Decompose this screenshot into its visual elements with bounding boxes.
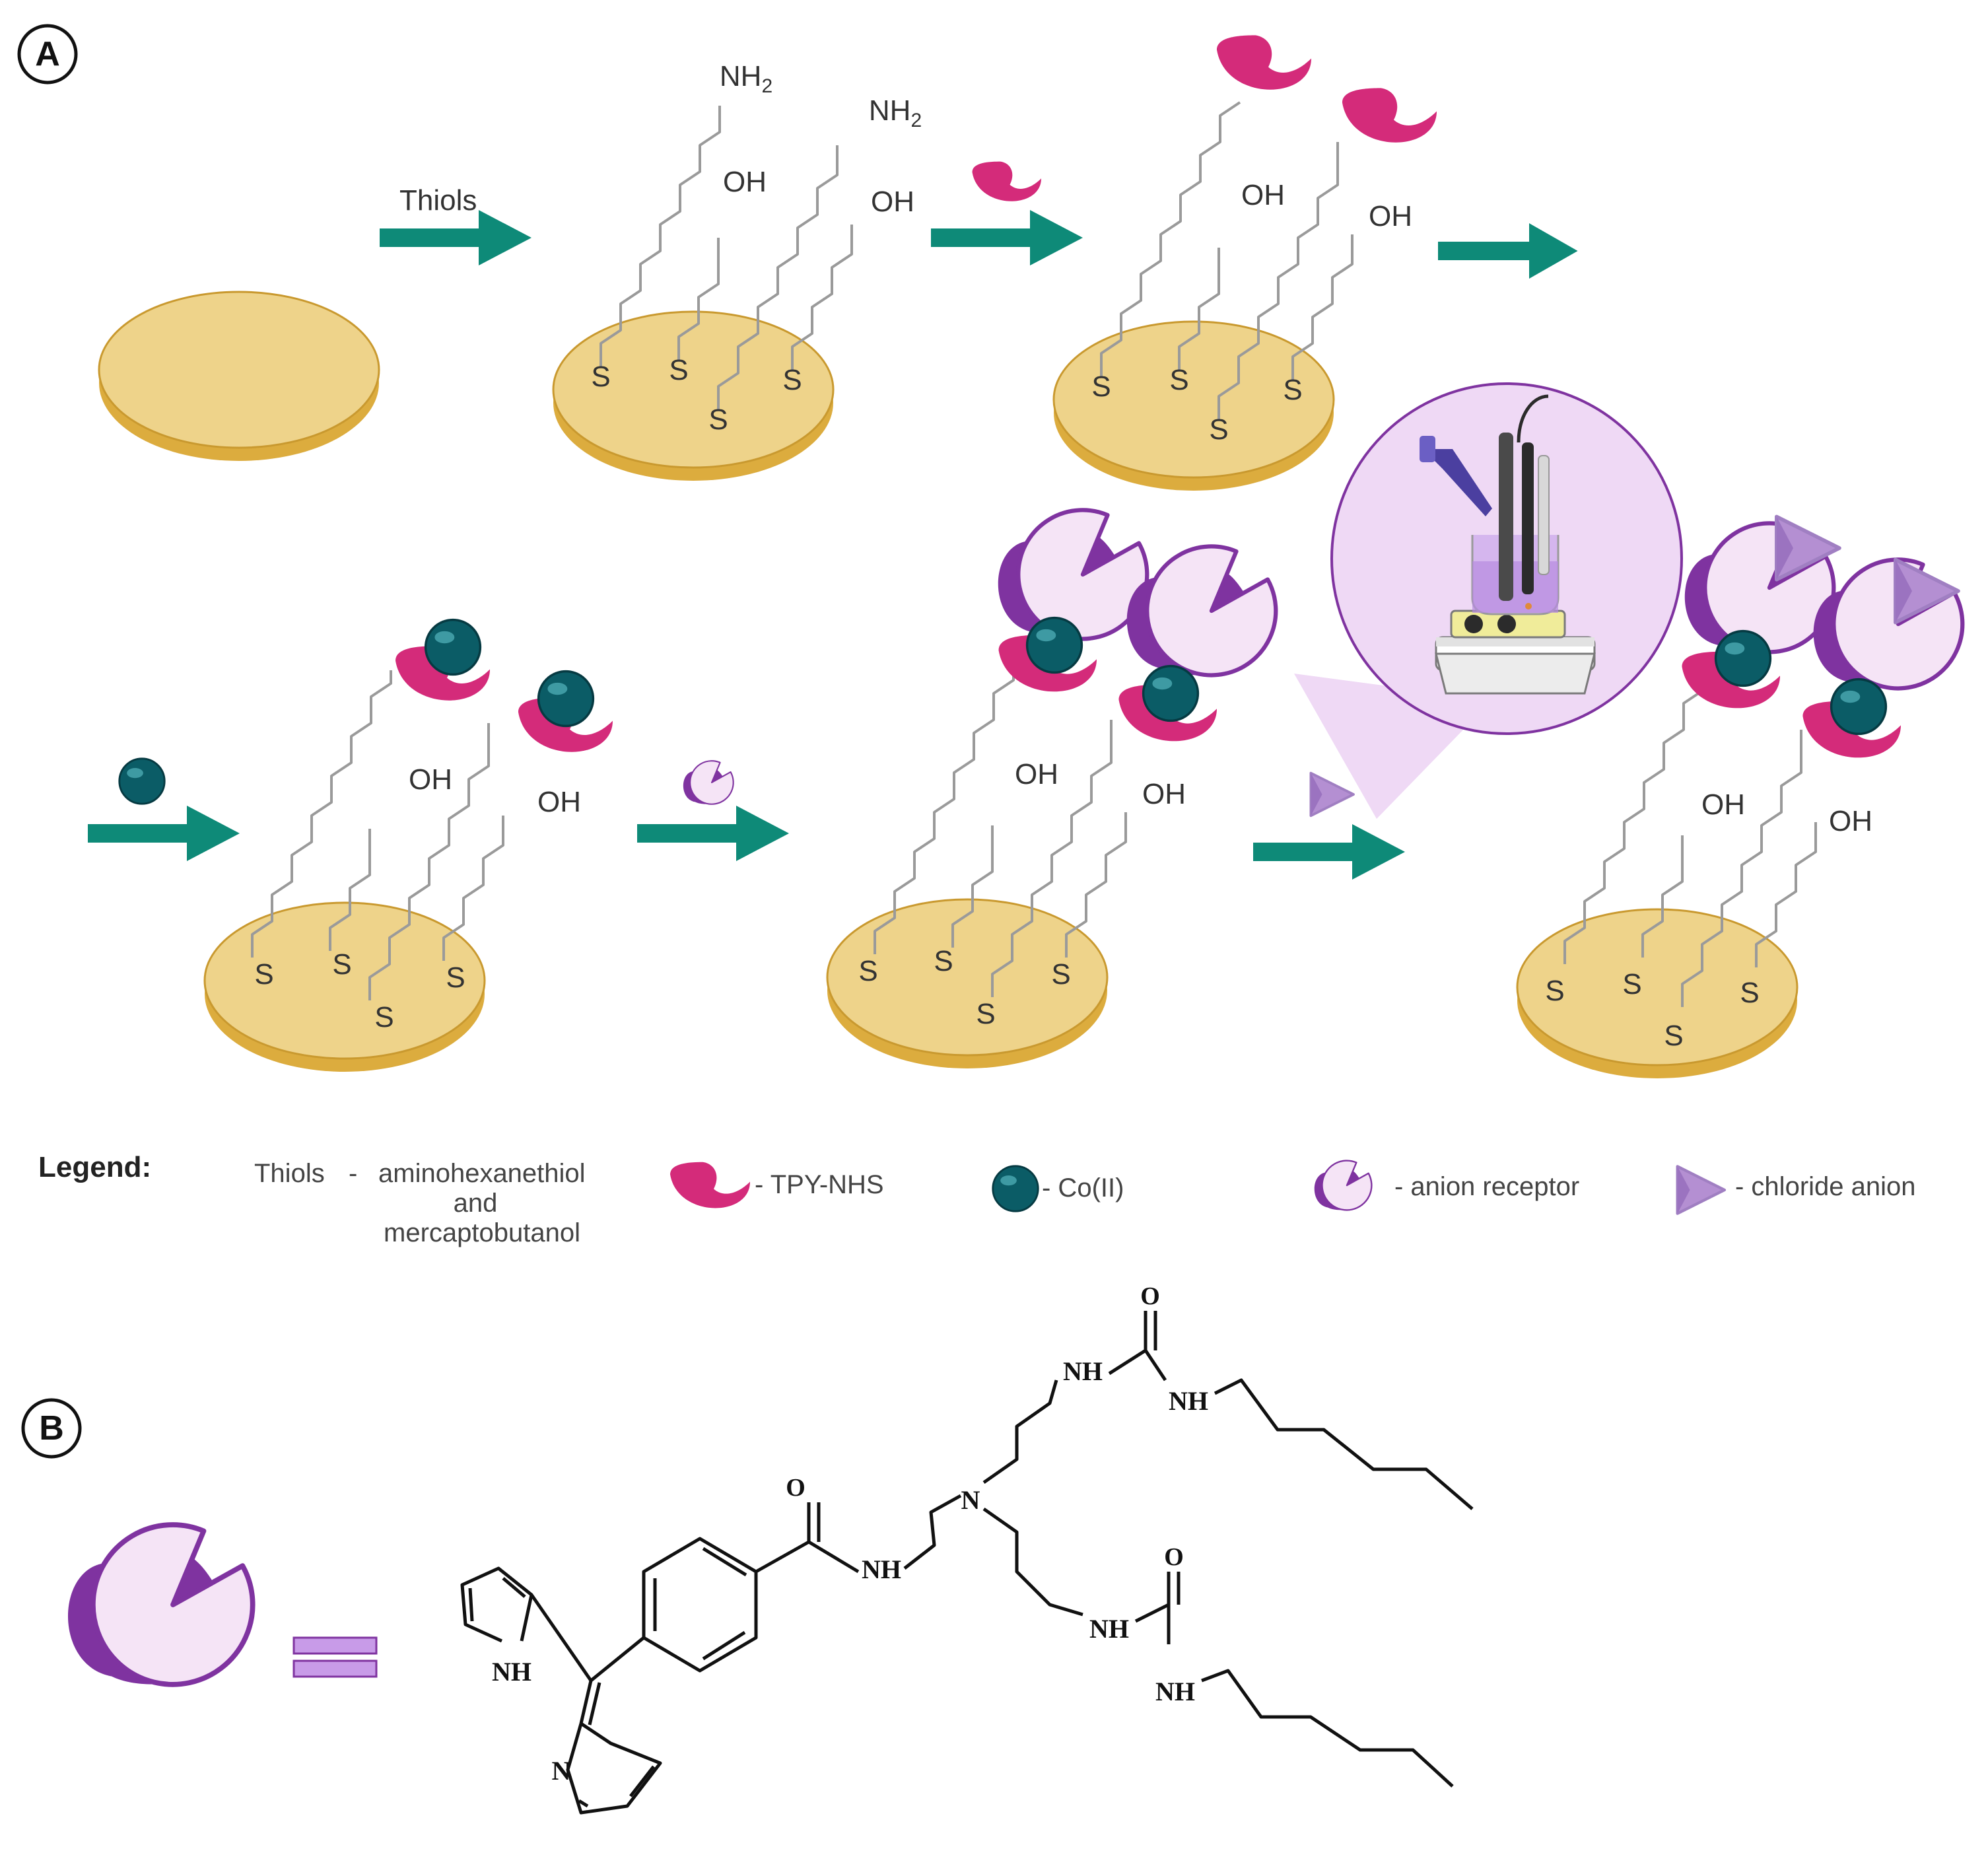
s-label: S: [1283, 374, 1302, 406]
bare-gold-electrode: [98, 291, 380, 462]
oh-label: OH: [1829, 805, 1872, 837]
legend-dash: -: [349, 1159, 357, 1188]
chloride-anion-icon: [1678, 1166, 1725, 1213]
electrochemical-cell-callout: [1294, 382, 1683, 819]
oh-label: OH: [537, 786, 581, 818]
legend-thiols-term: Thiols: [254, 1159, 325, 1188]
legend-title: Legend:: [38, 1151, 151, 1183]
s-label: S: [669, 354, 688, 386]
arrow-tpy-nhs: [931, 161, 1083, 265]
oh-label: OH: [871, 186, 914, 218]
o-label: O: [786, 1474, 805, 1502]
chemical-structure: NH N O NH N NH O NH NH O NH: [460, 1282, 1474, 1815]
s-label: S: [1169, 364, 1188, 396]
cobalt-ion-icon: [1714, 629, 1772, 687]
cobalt-ion-icon: [1142, 664, 1200, 722]
cobalt-ion-icon: [992, 1165, 1039, 1212]
cobalt-modified-electrode: S S S S OH OH: [203, 618, 613, 1073]
s-label: S: [708, 403, 728, 436]
anion-receptor-icon: [1127, 546, 1276, 675]
cobalt-ion-icon: [1830, 678, 1888, 736]
anion-receptor-icon: [998, 510, 1148, 639]
legend-receptor: - anion receptor: [1394, 1172, 1579, 1201]
s-label: S: [1664, 1020, 1683, 1052]
anion-receptor-icon: [68, 1525, 253, 1685]
s-label: S: [1051, 958, 1070, 991]
anion-receptor-icon: [1814, 559, 1963, 688]
s-label: S: [858, 955, 877, 987]
equivalence-icon: [292, 1636, 378, 1678]
thiols-label: Thiols: [399, 184, 477, 217]
cobalt-ion-icon: [537, 670, 595, 728]
cobalt-ion-icon: [1025, 616, 1083, 674]
panel-b-label: B: [39, 1409, 64, 1448]
panel-a-badge: A: [17, 24, 78, 85]
oh-label: OH: [1701, 788, 1745, 821]
s-label: S: [782, 364, 802, 396]
o-label: O: [1164, 1543, 1184, 1571]
arrow-cobalt: [88, 757, 240, 861]
oh-label: OH: [409, 763, 452, 796]
s-label: S: [1209, 413, 1228, 446]
thiol-modified-electrode: S S S S OH OH NH2 NH2: [552, 60, 922, 482]
oh-label: OH: [723, 166, 767, 198]
s-label: S: [374, 1001, 394, 1033]
anion-receptor-icon: [1313, 1160, 1373, 1211]
s-label: S: [446, 961, 465, 994]
arrow-receptor: [637, 760, 789, 861]
svg-text:NH2: NH2: [869, 94, 922, 131]
n-label: N: [961, 1485, 980, 1515]
oh-label: OH: [1369, 200, 1412, 232]
legend-chloride: - chloride anion: [1735, 1172, 1916, 1201]
arrow-thiols: Thiols: [380, 184, 531, 265]
arrow-icon: [1438, 223, 1578, 279]
tpy-nhs-icon: [1217, 35, 1311, 90]
s-label: S: [1545, 975, 1564, 1007]
tpy-nhs-icon: [1342, 88, 1437, 143]
s-label: S: [1091, 370, 1111, 403]
s-label: S: [976, 998, 995, 1030]
s-label: S: [934, 945, 953, 977]
s-label: S: [332, 948, 351, 981]
nh-label: NH: [1089, 1614, 1129, 1644]
svg-text:NH2: NH2: [720, 60, 772, 97]
tpy-modified-electrode: S S S S OH OH: [1052, 35, 1437, 492]
s-label: S: [1622, 968, 1641, 1000]
legend: Legend: Thiols - aminohexanethiol and me…: [38, 1151, 1916, 1247]
s-label: S: [1740, 977, 1759, 1009]
n-label: N: [552, 1756, 571, 1786]
cobalt-ion-icon: [424, 618, 482, 676]
tpy-nhs-icon: [670, 1162, 750, 1208]
oh-label: OH: [1241, 179, 1285, 211]
oh-label: OH: [1015, 758, 1058, 790]
legend-thiols-desc-3: mercaptobutanol: [384, 1218, 580, 1247]
legend-thiols-desc-2: and: [454, 1189, 498, 1218]
legend-thiols-desc-1: aminohexanethiol: [378, 1159, 586, 1188]
nh-label: NH: [862, 1554, 901, 1584]
nh2-label: NH2: [869, 94, 922, 131]
s-label: S: [591, 361, 610, 393]
panel-b-badge: B: [21, 1398, 82, 1459]
nh-label: NH: [492, 1657, 531, 1687]
receptor-modified-electrode: S S S S OH OH: [826, 510, 1276, 1070]
nh2-label: NH2: [720, 60, 772, 97]
oh-label: OH: [1142, 778, 1186, 810]
legend-tpy: - TPY-NHS: [755, 1170, 884, 1199]
panel-a-label: A: [35, 35, 60, 73]
nh-label: NH: [1063, 1356, 1103, 1386]
nh-label: NH: [1155, 1677, 1195, 1706]
electrochemical-cell-icon: [1420, 394, 1596, 695]
s-label: S: [254, 958, 273, 991]
o-label: O: [1140, 1282, 1160, 1310]
anion-bound-electrode: S S S S OH OH: [1516, 516, 1963, 1080]
legend-co: - Co(II): [1042, 1173, 1124, 1203]
nh-label: NH: [1169, 1386, 1208, 1416]
